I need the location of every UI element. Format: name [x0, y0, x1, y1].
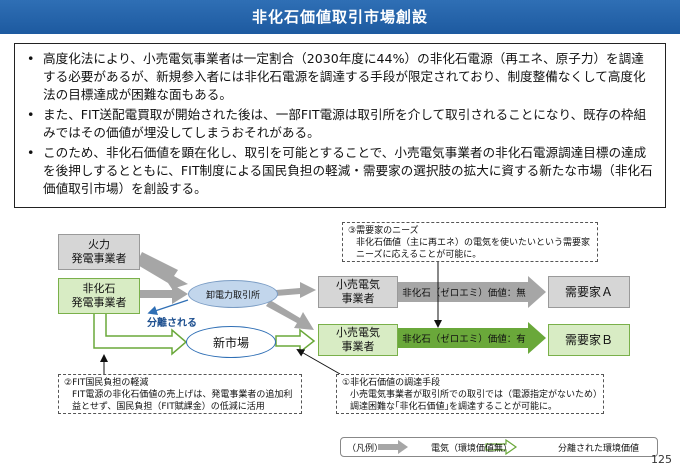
bullet-item: このため、非化石価値を顕在化し、取引を可能とすることで、小売電気事業者の非化石電…: [25, 144, 655, 198]
nonfossil-generator-label: 非化石 発電事業者: [71, 282, 127, 309]
gray-arrow-nonfossil-to-exchange: [136, 284, 188, 304]
gray-arrow-thermal-to-exchange: [136, 252, 188, 289]
green-arrow-new-market-to-retailer-b: [275, 328, 316, 354]
bullet-item: 高度化法により、小売電気事業者は一定割合（2030年度に44%）の非化石電源（再…: [25, 50, 655, 104]
note-fit-burden: ②FIT国民負担の軽減 FIT電源の非化石価値の売上げは、発電事業者の追加利益と…: [58, 374, 302, 414]
arrow-note1-to-new-market: [296, 349, 341, 375]
arrow-a-label: 非化石（ゼロエミ）価値：無: [402, 288, 526, 299]
legend-green-arrow-icon: [485, 438, 518, 456]
note-procurement-body: 小売電気事業者が取引所での取引では（電源指定がないため）調達困難な｢非化石価値｣…: [350, 390, 598, 412]
bullet-item: また、FIT送配電買取が開始された後は、一部FIT電源は取引所を介して取引される…: [25, 106, 655, 142]
note-consumer-needs: ③需要家のニーズ 非化石価値（主に再エネ）の電気を使いたいという需要家ニーズに応…: [342, 222, 598, 262]
page-number: 125: [651, 453, 672, 466]
arrow-b-label: 非化石（ゼロエミ）価値：有: [402, 334, 526, 345]
new-market-label: 新市場: [212, 335, 249, 350]
legend-electricity: 電気（環境価値無）: [431, 443, 513, 454]
retailer-a-label: 小売電気 事業者: [336, 278, 380, 305]
green-arrow-nonfossil-to-new-market: [93, 311, 188, 356]
blue-arrow-separated: [147, 299, 189, 316]
note-consumer-needs-title: ③需要家のニーズ: [348, 226, 419, 236]
note-fit-burden-title: ②FIT国民負担の軽減: [64, 378, 149, 388]
summary-box: 高度化法により、小売電気事業者は一定割合（2030年度に44%）の非化石電源（再…: [14, 43, 666, 208]
retailer-a: 小売電気 事業者: [318, 276, 398, 308]
note-fit-burden-body: FIT電源の非化石価値の売上げは、発電事業者の追加利益とせず、国民負担（FIT賦…: [72, 390, 293, 412]
separated-label: 分離される: [147, 317, 197, 329]
thermal-generator: 火力 発電事業者: [58, 234, 140, 270]
retailer-b-label: 小売電気 事業者: [336, 326, 380, 353]
note-procurement-title: ①非化石価値の調達手段: [342, 378, 441, 388]
power-exchange-label: 卸電力取引所: [205, 290, 260, 301]
legend-separated-value: 分離された環境価値: [558, 443, 640, 454]
green-arrow-retailer-b-to-consumer-b: [398, 322, 546, 354]
consumer-b: 需要家Ｂ: [548, 324, 630, 356]
page-title: 非化石価値取引市場創設: [0, 0, 680, 34]
nonfossil-generator: 非化石 発電事業者: [58, 278, 140, 314]
note-procurement: ①非化石価値の調達手段 小売電気事業者が取引所での取引では（電源指定がないため）…: [336, 374, 604, 414]
note-consumer-needs-body: 非化石価値（主に再エネ）の電気を使いたいという需要家ニーズに応えることが可能に。: [356, 238, 591, 260]
gray-arrow-retailer-a-to-consumer-a: [398, 276, 546, 308]
legend: （凡例） 電気（環境価値無） 分離された環境価値: [340, 437, 658, 457]
power-exchange: 卸電力取引所: [188, 280, 278, 308]
new-market: 新市場: [186, 326, 276, 358]
retailer-b: 小売電気 事業者: [318, 324, 398, 356]
gray-arrow-exchange-to-retailer-a: [276, 282, 316, 298]
legend-label: （凡例）: [347, 443, 384, 454]
consumer-a: 需要家Ａ: [548, 276, 630, 308]
gray-arrow-exchange-to-retailer-b: [266, 300, 314, 330]
thermal-generator-label: 火力 発電事業者: [71, 238, 127, 265]
legend-gray-arrow-icon: [378, 440, 408, 454]
